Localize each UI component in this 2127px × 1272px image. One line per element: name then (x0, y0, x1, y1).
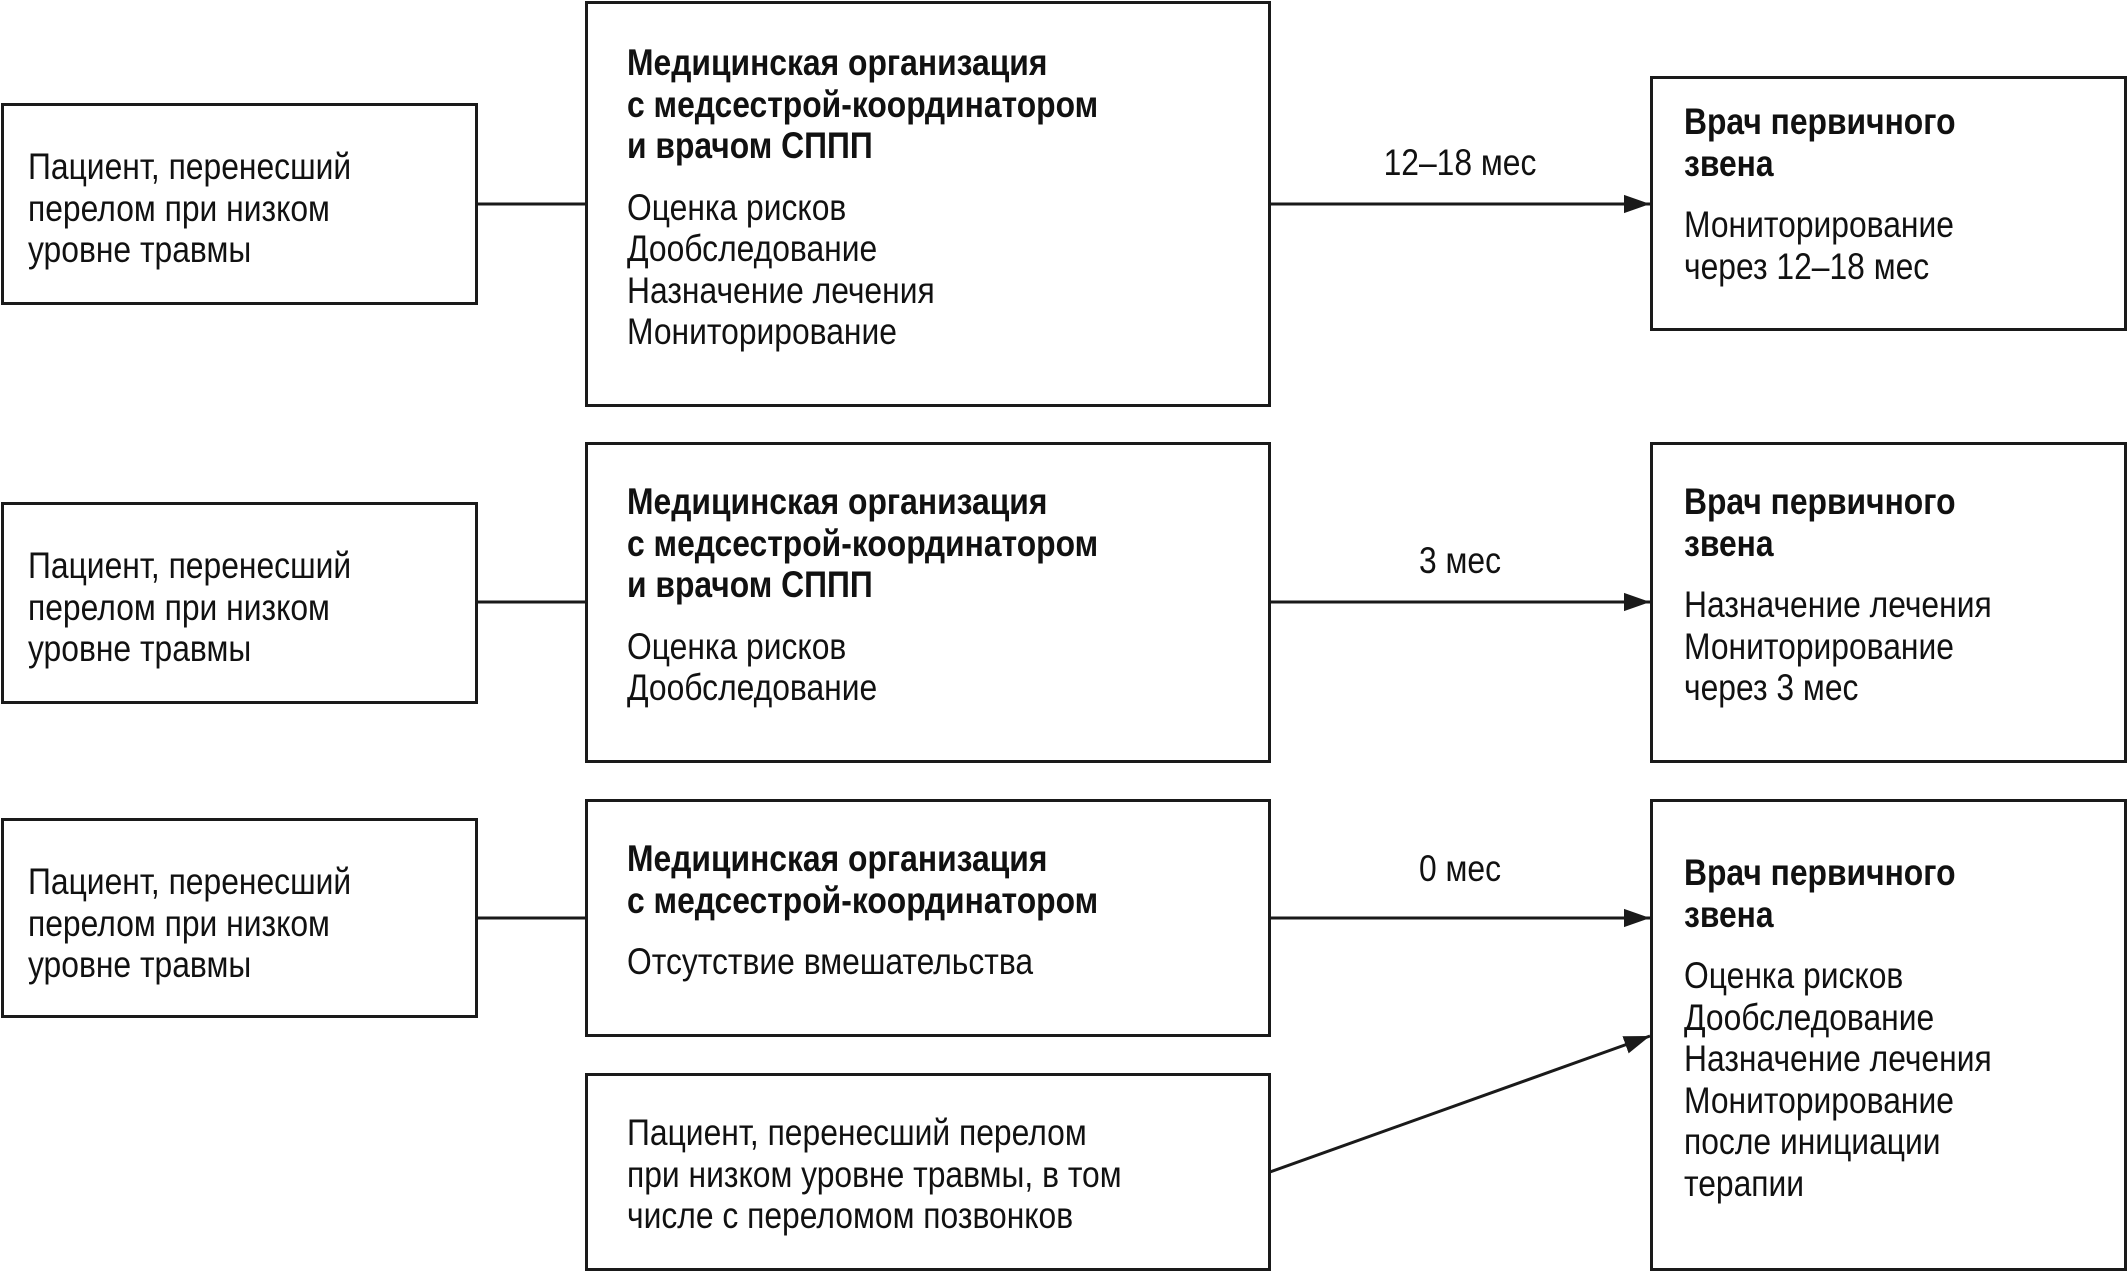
patient-line: Пациент, перенесший (28, 146, 352, 187)
extra-patient-text: Пациент, перенесший перелом при низком у… (627, 1112, 1122, 1237)
patient-box-3: Пациент, перенесший перелом при низком у… (1, 818, 478, 1018)
doctor-item: Оценка рисков (1684, 955, 1904, 996)
extra-patient-line: Пациент, перенесший перелом (627, 1112, 1087, 1153)
org-title-line: и врачом СППП (627, 125, 873, 166)
org-title-line: с медсестрой-координатором (627, 83, 1099, 125)
interval-label-3: 0 мес (1418, 848, 1502, 889)
doctor-box-2: Врач первичного звена Назначение лечения… (1650, 442, 2127, 763)
org-title-line: Медицинская организация (627, 481, 1048, 522)
patient-line: уровне травмы (28, 229, 252, 270)
org-item: Оценка рисков (627, 186, 847, 228)
org-title-line: с медсестрой-координатором (627, 522, 1099, 564)
org-box-2: Медицинская организация с медсестрой-коо… (585, 442, 1271, 763)
interval-label-2: 3 мес (1418, 540, 1502, 581)
org-text-2: Медицинская организация с медсестрой-коо… (627, 481, 1098, 709)
interval-label-1: 12–18 мес (1383, 142, 1537, 183)
arrow-extra-patient-doctor (1269, 1034, 1651, 1174)
doctor-title-line: Врач первичного (1684, 481, 1956, 522)
org-title-line: Медицинская организация (627, 838, 1048, 879)
extra-patient-line: числе с переломом позвонков (627, 1195, 1074, 1236)
doctor-item: Назначение лечения (1684, 584, 1992, 625)
patient-line: Пациент, перенесший (28, 545, 352, 586)
doctor-title-line: звена (1684, 893, 1774, 935)
doctor-title-line: Врач первичного (1684, 852, 1956, 893)
doctor-title-line: звена (1684, 522, 1774, 564)
doctor-text-2: Врач первичного звена Назначение лечения… (1684, 481, 1992, 709)
doctor-item: терапии (1684, 1162, 1805, 1204)
org-item: Отсутствие вмешательства (627, 941, 1034, 982)
org-title-line: с медсестрой-координатором (627, 879, 1099, 921)
org-text-3: Медицинская организация с медсестрой-коо… (627, 838, 1098, 983)
org-box-1: Медицинская организация с медсестрой-коо… (585, 1, 1271, 407)
doctor-item: через 12–18 мес (1684, 245, 1930, 287)
patient-box-1: Пациент, перенесший перелом при низком у… (1, 103, 478, 305)
doctor-item: через 3 мес (1684, 667, 1859, 708)
doctor-item: Назначение лечения (1684, 1038, 1992, 1079)
doctor-item: Дообследование (1684, 996, 1935, 1038)
patient-text-3: Пациент, перенесший перелом при низком у… (28, 861, 351, 986)
patient-line: уровне травмы (28, 944, 252, 985)
patient-line: Пациент, перенесший (28, 861, 352, 902)
doctor-box-1: Врач первичного звена Мониторирование че… (1650, 76, 2127, 331)
org-title-line: и врачом СППП (627, 564, 873, 605)
doctor-item: после инициации (1684, 1121, 1941, 1162)
extra-patient-box: Пациент, перенесший перелом при низком у… (585, 1073, 1271, 1271)
extra-patient-line: при низком уровне травмы, в том (627, 1153, 1122, 1195)
patient-text-2: Пациент, перенесший перелом при низком у… (28, 545, 351, 670)
doctor-item: Мониторирование (1684, 1079, 1954, 1121)
doctor-item: Мониторирование (1684, 204, 1954, 245)
doctor-title-line: звена (1684, 142, 1774, 184)
patient-line: перелом при низком (28, 586, 330, 628)
org-text-1: Медицинская организация с медсестрой-коо… (627, 42, 1098, 353)
patient-line: перелом при низком (28, 187, 330, 229)
org-box-3: Медицинская организация с медсестрой-коо… (585, 799, 1271, 1037)
patient-line: уровне травмы (28, 628, 252, 669)
doctor-text-3: Врач первичного звена Оценка рисков Дооб… (1684, 852, 1992, 1204)
doctor-text-1: Врач первичного звена Мониторирование че… (1684, 101, 1956, 287)
org-item: Оценка рисков (627, 625, 847, 667)
patient-box-2: Пациент, перенесший перелом при низком у… (1, 502, 478, 704)
org-item: Дообследование (627, 667, 878, 708)
org-item: Мониторирование (627, 311, 897, 352)
org-item: Назначение лечения (627, 269, 935, 311)
doctor-box-3: Врач первичного звена Оценка рисков Дооб… (1650, 799, 2127, 1271)
org-item: Дообследование (627, 228, 878, 269)
org-title-line: Медицинская организация (627, 42, 1048, 83)
patient-text-1: Пациент, перенесший перелом при низком у… (28, 146, 351, 271)
doctor-item: Мониторирование (1684, 625, 1954, 667)
doctor-title-line: Врач первичного (1684, 101, 1956, 142)
patient-line: перелом при низком (28, 902, 330, 944)
